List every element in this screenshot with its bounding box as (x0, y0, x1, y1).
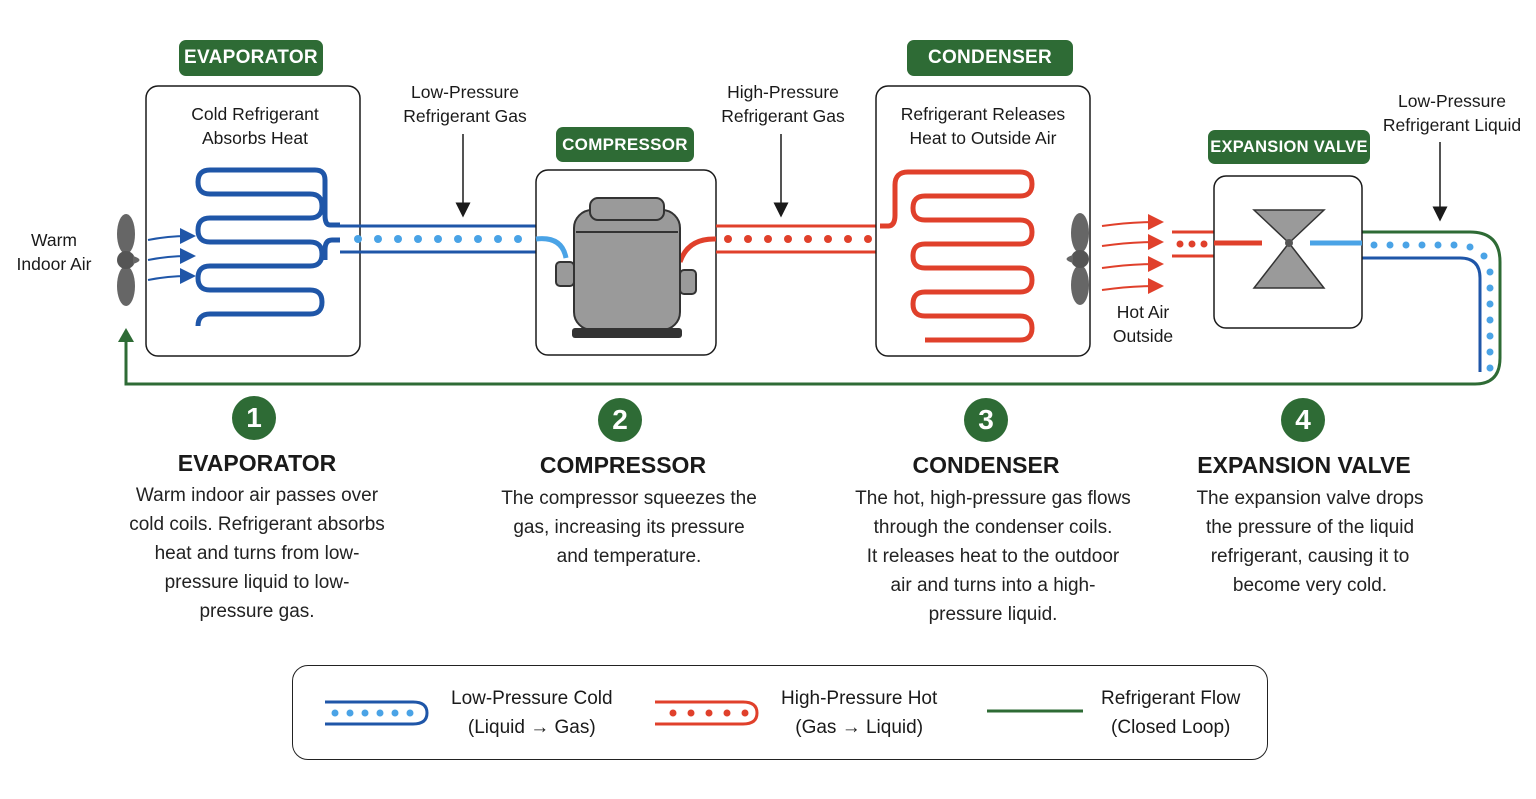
low-pressure-gas-pipe (340, 224, 536, 254)
refrigerant-loop-line (124, 230, 1502, 386)
evaporator-fan-icon (117, 214, 140, 306)
condenser-badge: CONDENSER (907, 40, 1073, 76)
evaporator-caption: Cold Refrigerant Absorbs Heat (191, 104, 319, 148)
step-number: 4 (1281, 398, 1325, 442)
evaporator-badge: EVAPORATOR (179, 40, 323, 76)
expansion-valve-icon (1214, 209, 1362, 289)
hot-air-arrow (1101, 256, 1164, 273)
high-pressure-liquid-pipe (1172, 230, 1214, 258)
expansion-valve-badge: EXPANSION VALVE (1208, 130, 1370, 164)
evaporator-coil (195, 167, 340, 327)
warm-air-arrow (147, 228, 196, 245)
refrigeration-cycle-diagram (117, 85, 1502, 386)
loop-arrowhead (118, 328, 134, 342)
legend-cold-label: Low-Pressure Cold(Liquid → Gas) (451, 688, 613, 738)
step-title: CONDENSER (912, 452, 1060, 478)
hot-air-outside-label: Hot Air Outside (1112, 302, 1174, 346)
step-title: EVAPORATOR (177, 450, 337, 476)
legend-hot-swatch (655, 700, 759, 726)
legend-flow-swatch (987, 709, 1083, 713)
warm-air-arrow (147, 268, 196, 285)
hot-air-arrow (1101, 234, 1164, 251)
step-number: 2 (598, 398, 642, 442)
compressor-icon (535, 197, 717, 338)
evaporator-coil-inner (322, 237, 340, 260)
condenser-caption: Refrigerant Releases Heat to Outside Air (900, 104, 1066, 148)
compressor-badge: COMPRESSOR (556, 127, 694, 162)
condenser-fan-icon (1066, 213, 1089, 305)
condenser-coil (880, 169, 1035, 343)
legend: Low-Pressure Cold(Liquid → Gas) High-Pre… (292, 665, 1268, 760)
step-title: EXPANSION VALVE (1197, 452, 1411, 478)
hot-air-arrow (1101, 214, 1164, 231)
warm-air-arrow (147, 248, 196, 265)
legend-hot-label: High-Pressure Hot(Gas → Liquid) (781, 688, 938, 738)
legend-cold-swatch (325, 700, 429, 726)
return-pipe-outer (1362, 256, 1482, 372)
step-number: 1 (232, 396, 276, 440)
low-pressure-liquid-label: Low-Pressure Refrigerant Liquid (1382, 91, 1522, 135)
legend-flow-label: Refrigerant Flow(Closed Loop) (1101, 688, 1241, 738)
warm-indoor-air-label: Warm Indoor Air (16, 230, 92, 274)
high-pressure-gas-label: High-Pressure Refrigerant Gas (721, 82, 845, 126)
step-number: 3 (964, 398, 1008, 442)
high-pressure-gas-pipe (716, 224, 890, 254)
low-pressure-gas-label: Low-Pressure Refrigerant Gas (403, 82, 527, 126)
low-pressure-liquid-pipe (1370, 241, 1494, 372)
step-title: COMPRESSOR (539, 452, 707, 478)
hot-air-arrow (1101, 278, 1164, 295)
